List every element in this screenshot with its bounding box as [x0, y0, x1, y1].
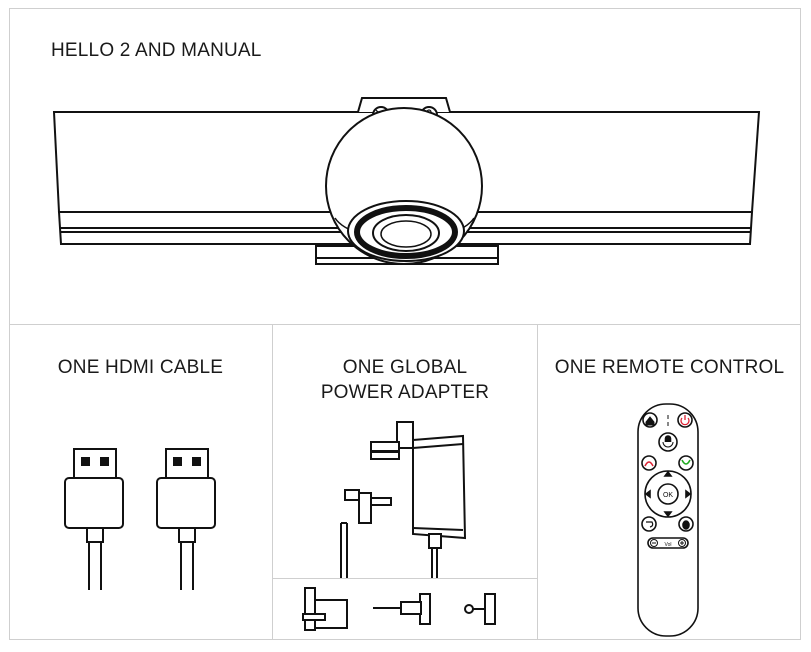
call-end-icon [642, 456, 656, 470]
volume-rocker [648, 538, 688, 548]
main-title: HELLO 2 AND MANUAL [51, 40, 262, 61]
dpad [645, 471, 691, 517]
eu-plug-icon [373, 594, 430, 624]
hdmi-title: ONE HDMI CABLE [57, 357, 224, 378]
divider-right [537, 324, 538, 640]
adapter-title-line1: ONE GLOBAL [342, 357, 468, 378]
hdmi-connector-left [65, 449, 123, 590]
adapter-title: ONE GLOBAL POWER ADAPTER [273, 355, 537, 405]
us-plug-icon [465, 594, 495, 624]
ok-label: OK [663, 492, 673, 499]
power-adapter-illustration [273, 418, 537, 578]
remote-control-illustration: OK Vol [538, 400, 801, 640]
uk-plug-icon [303, 588, 347, 630]
mic-icon [659, 433, 677, 451]
remote-title: ONE REMOTE CONTROL [554, 357, 785, 378]
adapter-title-line2: POWER ADAPTER [320, 382, 490, 403]
call-answer-icon [679, 456, 693, 470]
camera-bar-illustration [0, 0, 811, 330]
divider-main [9, 324, 801, 325]
back-icon [642, 517, 656, 531]
hdmi-connector-right [157, 449, 215, 590]
minus-icon [651, 540, 658, 547]
vol-label: Vol [665, 542, 672, 548]
plug-attachments-illustration [273, 580, 537, 640]
hdmi-cable-illustration [9, 430, 272, 610]
hand-icon [679, 517, 693, 531]
power-icon [678, 413, 692, 427]
divider-plugs [273, 578, 537, 579]
home-icon [643, 413, 657, 427]
divider-left [272, 324, 273, 640]
plus-icon [679, 540, 686, 547]
